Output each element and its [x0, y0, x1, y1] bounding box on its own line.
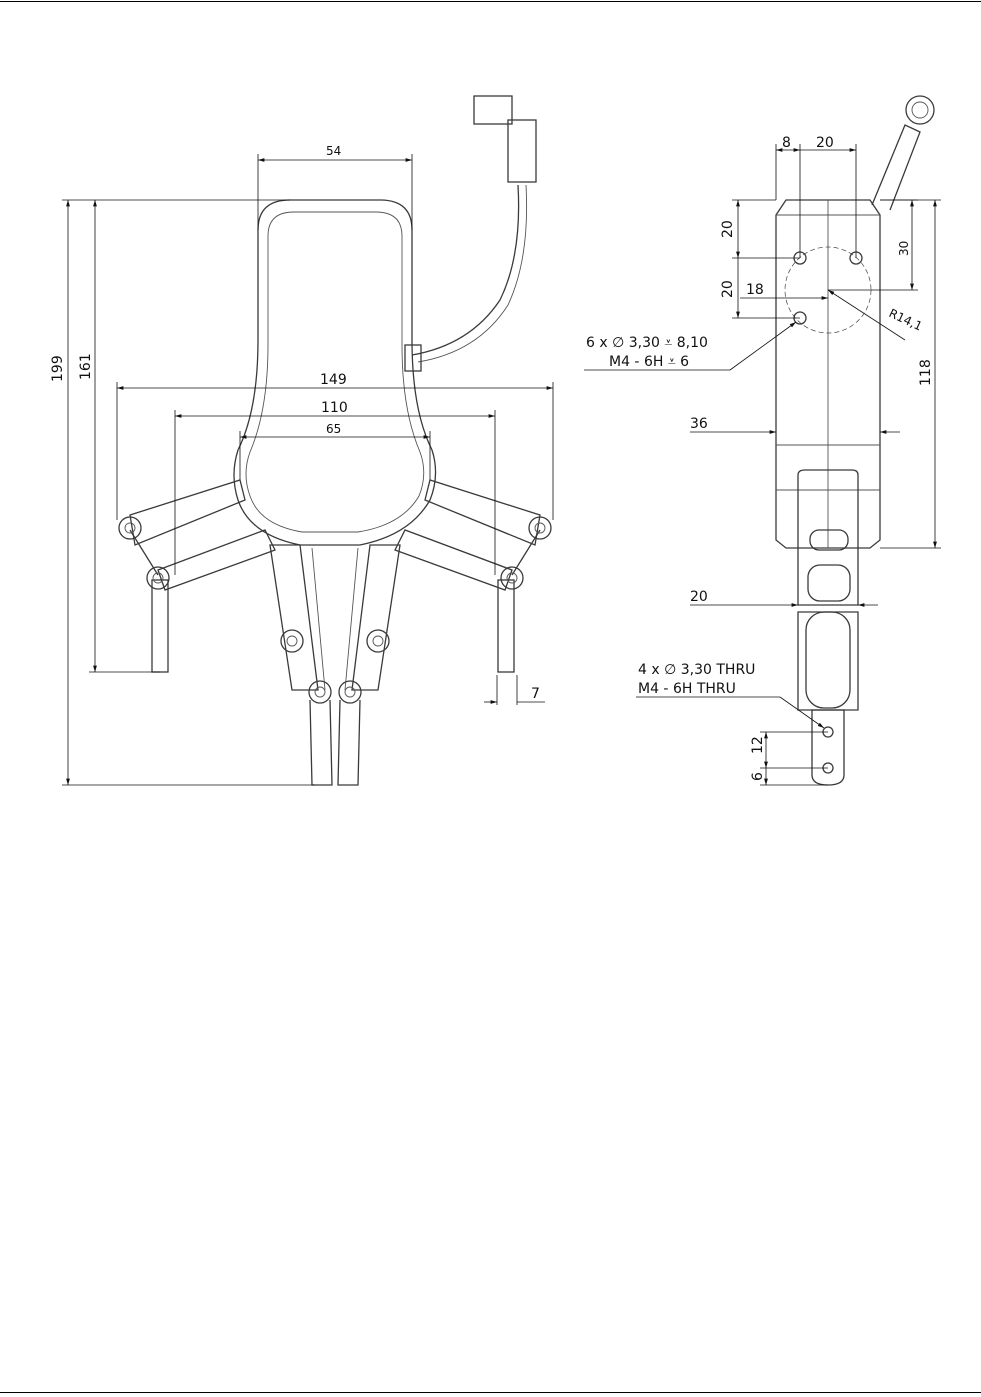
slot-upper: [809, 529, 849, 551]
side-connector: [905, 95, 935, 125]
center-right-arm: [351, 544, 401, 691]
side-body: [775, 199, 881, 549]
dim-h20b: 20: [720, 280, 736, 298]
dim-h118: 118: [918, 359, 934, 386]
slot-lower: [805, 611, 851, 709]
dim-h30: 30: [897, 241, 911, 256]
front-view: 199 161 54 149 110 65 7: [50, 95, 554, 786]
dim-span-outer: 149: [320, 372, 347, 388]
dim-overall-height: 199: [50, 355, 66, 382]
dim-span-inner: 110: [321, 400, 348, 416]
dim-w20-lower: 20: [690, 589, 708, 605]
callout-holes-bottom-1: 4 x ∅ 3,30 THRU: [638, 662, 755, 678]
dim-h6: 6: [750, 772, 766, 781]
left-finger: [151, 579, 169, 673]
dim-w8: 8: [782, 135, 791, 151]
dim-h20a: 20: [720, 220, 736, 238]
dim-top-width: 54: [326, 144, 341, 158]
side-view: 8 20 20 20 30 18 R14,1 118 36 20 12 6 6 …: [584, 95, 941, 786]
callout-holes-top-2: M4 - 6H ⩡ 6: [609, 354, 689, 370]
joint-c4: [338, 680, 362, 704]
dim-finger-width: 7: [531, 686, 540, 702]
side-link-upper: [797, 469, 859, 606]
joint-c1: [280, 629, 304, 653]
callout-holes-bottom-2: M4 - 6H THRU: [638, 681, 736, 697]
dim-w36: 36: [690, 416, 708, 432]
joint-r1: [528, 516, 552, 540]
dim-h12: 12: [750, 736, 766, 754]
dim-x18: 18: [746, 282, 764, 298]
right-upper-arm: [424, 479, 541, 546]
joint-c2: [366, 629, 390, 653]
center-fingers: [309, 699, 361, 786]
joint-r2: [500, 566, 524, 590]
right-lower-arm: [394, 529, 513, 591]
joint-l1: [118, 516, 142, 540]
cable-gland: [404, 344, 422, 372]
center-left-arm: [269, 544, 319, 691]
slot-mid: [807, 564, 851, 602]
joint-l2: [146, 566, 170, 590]
gripper-body-inner: [245, 211, 425, 533]
left-upper-arm: [129, 479, 246, 546]
dim-w20: 20: [816, 135, 834, 151]
side-finger: [811, 709, 845, 786]
joint-c3: [308, 680, 332, 704]
dim-radius: R14,1: [887, 306, 925, 334]
right-finger: [497, 579, 515, 673]
cable: [411, 184, 520, 356]
callout-holes-top-1: 6 x ∅ 3,30 ⩡ 8,10: [586, 335, 708, 351]
cable-connector: [507, 119, 537, 183]
side-cable: [871, 124, 921, 211]
gripper-body-outline: [233, 199, 437, 546]
left-lower-arm: [157, 529, 276, 591]
side-link-lower: [797, 611, 859, 711]
connector-head: [473, 95, 513, 125]
dim-span-mid: 65: [326, 422, 341, 436]
dim-finger-height: 161: [78, 353, 94, 380]
